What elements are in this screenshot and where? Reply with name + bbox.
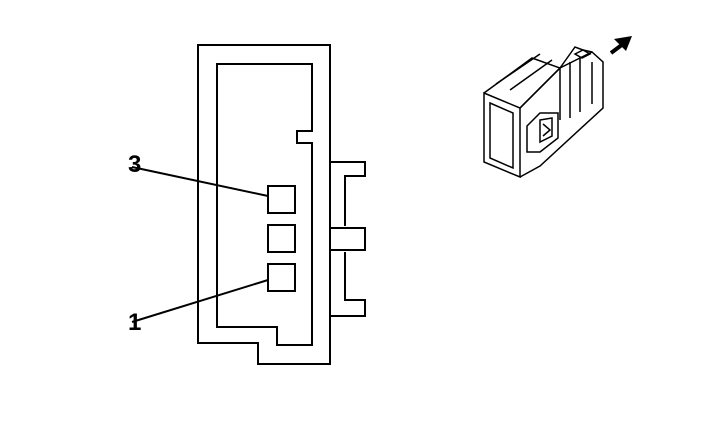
connector-inner-cavity	[216, 63, 313, 346]
connector-3d-front-opening	[489, 101, 514, 170]
leader-line-pin-1	[131, 279, 269, 323]
arrow-up-right-icon	[609, 36, 632, 55]
locking-tab-middle	[330, 227, 366, 251]
connector-3d-clip-inner	[539, 117, 553, 144]
pin-2	[267, 224, 296, 253]
connector-3d-side-face	[519, 51, 604, 178]
pin-label-1: 1	[128, 309, 141, 336]
connector-face: 3 1	[128, 44, 366, 365]
connector-3d-clip-triangle	[542, 123, 552, 137]
locking-tab-upper	[330, 161, 366, 226]
leader-line-pin-3	[131, 166, 269, 197]
locking-tab-lower	[330, 252, 366, 317]
pin-1	[267, 263, 296, 292]
connector-outer-housing	[197, 44, 331, 365]
connector-3d-clip	[526, 112, 559, 153]
connector-3d-top-ridge	[495, 53, 541, 85]
connector-3d-icon	[483, 46, 604, 179]
connector-3d-latch-top	[559, 46, 593, 69]
pin-3	[267, 185, 296, 214]
connector-3d-top-ridge-2	[509, 59, 553, 91]
connector-3d-latch-tab	[573, 49, 592, 59]
pin-label-3: 3	[128, 151, 141, 178]
